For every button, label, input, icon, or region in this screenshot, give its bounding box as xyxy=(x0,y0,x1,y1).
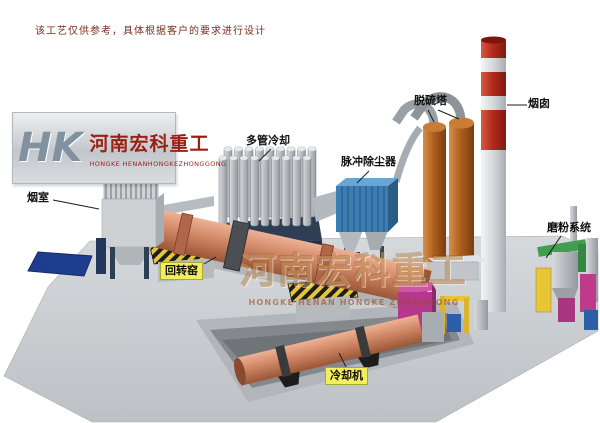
label-chimney: 烟囱 xyxy=(528,97,550,110)
label-multi-tube-cooler: 多管冷却 xyxy=(246,134,290,147)
label-desulfurization-tower: 脱硫塔 xyxy=(414,94,447,107)
logo-name-en: HONGKE HENANHONGKEZHONGGONG xyxy=(89,159,227,168)
label-smoke-chamber: 烟室 xyxy=(27,191,49,204)
auxiliary-building xyxy=(427,255,486,281)
pulse-dust-collector-graphic xyxy=(336,178,398,280)
label-cooling-machine: 冷却机 xyxy=(325,367,368,385)
disclaimer-text: 该工艺仅供参考，具体根据客户的要求进行设计 xyxy=(35,26,266,37)
label-pulse-dust-collector: 脉冲除尘器 xyxy=(341,155,396,168)
logo-text: 河南宏科重工 HONGKE HENANHONGKEZHONGGONG xyxy=(89,129,226,168)
label-grinding-system: 磨粉系统 xyxy=(547,221,591,234)
logo-monogram: HK xyxy=(18,125,83,171)
cooling-machine-graphic xyxy=(234,312,444,388)
blue-pad xyxy=(27,251,93,277)
chimney-graphic xyxy=(481,36,506,312)
desulfurization-towers-graphic xyxy=(392,92,474,267)
smoke-chamber-graphic xyxy=(96,180,164,279)
leader-lines xyxy=(52,104,562,368)
logo-name-cn: 河南宏科重工 xyxy=(89,132,210,155)
grinding-system-graphic xyxy=(535,206,598,330)
label-rotary-kiln: 回转窑 xyxy=(160,262,203,280)
company-logo: HK 河南宏科重工 HONGKE HENANHONGKEZHONGGONG xyxy=(12,112,226,184)
